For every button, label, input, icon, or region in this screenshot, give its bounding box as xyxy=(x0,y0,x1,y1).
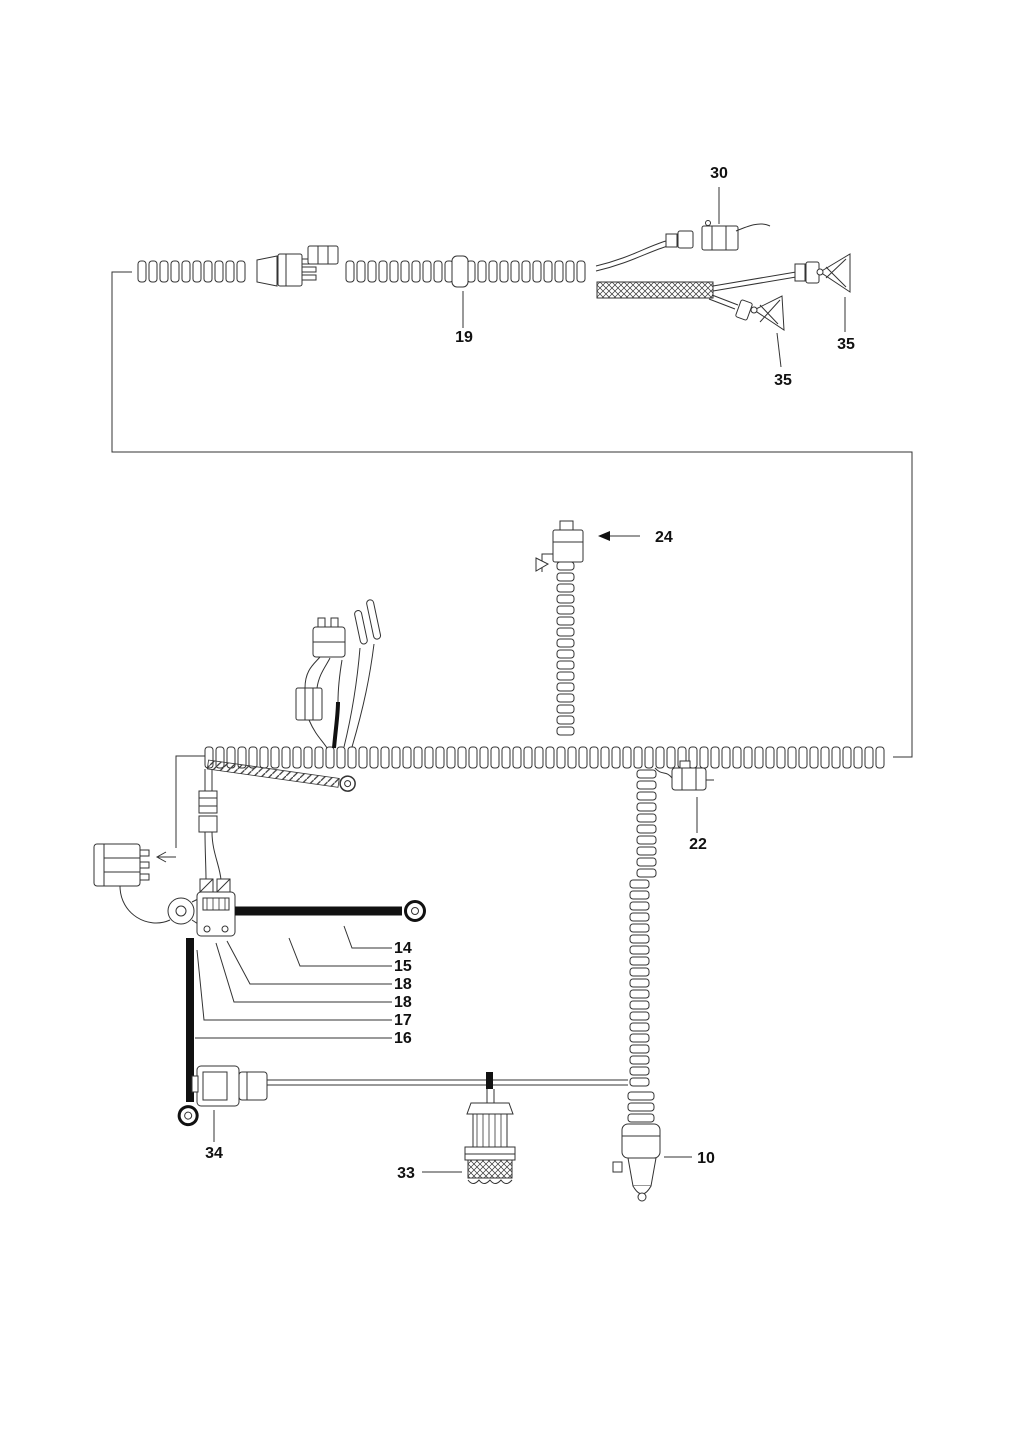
branch-connector-mid xyxy=(312,617,346,658)
relay-22 xyxy=(654,760,714,791)
ground-cable xyxy=(177,938,199,1127)
callout-24: 24 xyxy=(655,529,673,546)
arrow-24 xyxy=(598,531,640,541)
callout-14: 14 xyxy=(394,940,412,957)
leader-35-lower xyxy=(776,332,782,368)
callout-10: 10 xyxy=(697,1150,715,1167)
callout-33: 33 xyxy=(397,1165,415,1182)
left-feed-wires xyxy=(119,755,205,924)
horn-35-lower xyxy=(750,295,785,331)
cable-to-10-upper xyxy=(636,769,657,878)
ignition-switch-33 xyxy=(464,1089,516,1184)
branch-to-switch-30 xyxy=(595,230,694,272)
callout-18-a: 18 xyxy=(394,976,412,993)
horn-35-right xyxy=(816,253,851,293)
callout-17: 17 xyxy=(394,1012,412,1029)
cable-to-10-lower xyxy=(629,879,650,1087)
braided-sleeve xyxy=(596,281,714,299)
starter-relay xyxy=(167,878,236,937)
routing-outline xyxy=(111,271,913,758)
callout-30: 30 xyxy=(710,165,728,182)
top-harness-connector xyxy=(256,245,339,287)
harness-main-tube xyxy=(204,746,885,769)
valve-24 xyxy=(535,520,584,572)
lead-34-to-33 xyxy=(267,1072,628,1089)
callout-15: 15 xyxy=(394,958,412,975)
leader-fan-14-16 xyxy=(195,925,392,1039)
branch-to-horn-35-right xyxy=(712,261,820,292)
callout-22: 22 xyxy=(689,836,707,853)
bullet-terminals xyxy=(354,599,382,645)
fuse-holder xyxy=(198,769,222,881)
harness-clip-19 xyxy=(451,255,469,288)
branch-connector-low xyxy=(295,687,323,721)
connector-34 xyxy=(191,1065,268,1107)
harness-top-left-tube xyxy=(137,260,246,283)
callout-34: 34 xyxy=(205,1145,223,1162)
callout-16: 16 xyxy=(394,1030,412,1047)
switch-30 xyxy=(701,220,771,251)
coil-cap-10 xyxy=(612,1123,661,1202)
upper-branch-wires xyxy=(304,643,375,749)
cable-to-24 xyxy=(556,561,575,736)
callout-18-b: 18 xyxy=(394,994,412,1011)
branch-to-horn-35-lower xyxy=(708,294,753,321)
callout-35-right: 35 xyxy=(837,336,855,353)
cap-10-connector xyxy=(627,1091,655,1123)
callout-35-lower: 35 xyxy=(774,372,792,389)
left-connector-block xyxy=(93,843,150,887)
twisted-lead-with-eyelet xyxy=(206,759,356,792)
battery-cable xyxy=(235,900,426,922)
callout-19: 19 xyxy=(455,329,473,346)
